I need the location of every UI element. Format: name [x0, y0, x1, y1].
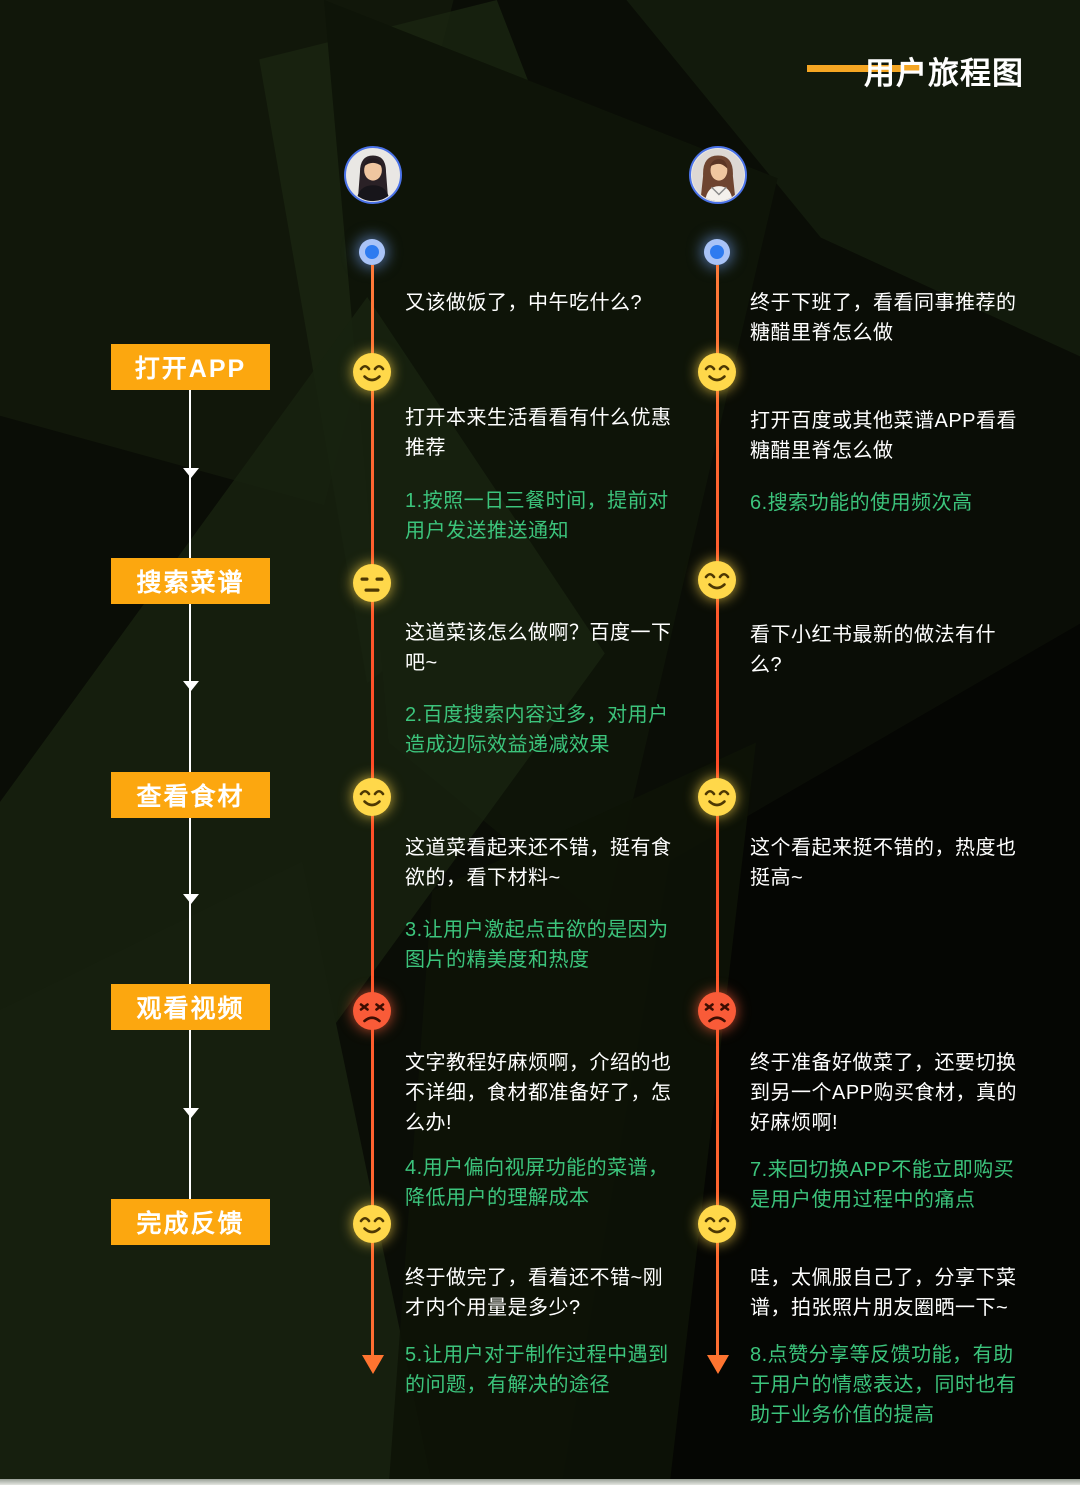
insight-note: 2.百度搜索内容过多，对用户造成边际效益递减效果: [405, 704, 669, 756]
bottom-edge-strip: [0, 1479, 1080, 1485]
timeline-start-dot: [359, 239, 385, 265]
persona2-avatar: [689, 146, 747, 204]
stage-button-view-ingredients: 查看食材: [111, 772, 270, 818]
angry-emoji-icon: [697, 991, 737, 1031]
timeline-end-arrow-icon: [362, 1355, 384, 1374]
persona-action: 文字教程好麻烦啊，介绍的也不详细，食材都准备好了，怎么办!: [405, 1052, 672, 1134]
persona1-avatar: [344, 146, 402, 204]
insight-note: 8.点赞分享等反馈功能，有助于用户的情感表达，同时也有助于业务价值的提高: [750, 1344, 1017, 1426]
insight-note: 6.搜索功能的使用频次高: [750, 492, 973, 514]
down-arrow-icon: [183, 468, 199, 478]
down-arrow-icon: [183, 681, 199, 691]
persona-action: 这道菜该怎么做啊？百度一下吧~: [405, 622, 672, 674]
smile-emoji-icon: [352, 1204, 392, 1244]
persona-action: 看下小红书最新的做法有什么?: [750, 624, 996, 676]
neutral-emoji-icon: [352, 563, 392, 603]
timeline-end-arrow-icon: [707, 1355, 729, 1374]
smile-emoji-icon: [697, 560, 737, 600]
stage-button-watch-video: 观看视频: [111, 984, 270, 1030]
persona-action: 打开百度或其他菜谱APP看看糖醋里脊怎么做: [750, 410, 1018, 462]
stage-button-search-recipe: 搜索菜谱: [111, 558, 270, 604]
insight-note: 4.用户偏向视屏功能的菜谱，降低用户的理解成本: [405, 1157, 669, 1209]
insight-note: 7.来回切换APP不能立即购买是用户使用过程中的痛点: [750, 1159, 1015, 1211]
smile-emoji-icon: [352, 777, 392, 817]
down-arrow-icon: [183, 1108, 199, 1118]
persona-action: 终于做完了，看着还不错~刚才内个用量是多少?: [405, 1267, 664, 1319]
smile-emoji-icon: [352, 352, 392, 392]
persona-thought: 终于下班了，看看同事推荐的糖醋里脊怎么做: [750, 292, 1017, 344]
page-title: 用户旅程图: [864, 56, 1024, 91]
persona-action: 终于准备好做菜了，还要切换到另一个APP购买食材，真的好麻烦啊!: [750, 1052, 1018, 1134]
persona-action: 这道菜看起来还不错，挺有食欲的，看下材料~: [405, 837, 672, 889]
smile-emoji-icon: [697, 1204, 737, 1244]
timeline-start-dot: [704, 239, 730, 265]
angry-emoji-icon: [352, 991, 392, 1031]
smile-emoji-icon: [697, 777, 737, 817]
persona-action: 打开本来生活看看有什么优惠推荐: [405, 407, 672, 459]
persona-action: 哇，太佩服自己了，分享下菜谱，拍张照片朋友圈晒一下~: [750, 1267, 1017, 1319]
insight-note: 1.按照一日三餐时间，提前对用户发送推送通知: [405, 490, 669, 542]
insight-note: 5.让用户对于制作过程中遇到的问题，有解决的途径: [405, 1344, 669, 1396]
title-underline: [807, 65, 921, 72]
stage-button-open-app: 打开APP: [111, 344, 270, 390]
persona-action: 这个看起来挺不错的，热度也挺高~: [750, 837, 1017, 889]
persona-thought: 又该做饭了，中午吃什么?: [405, 292, 643, 314]
smile-emoji-icon: [697, 352, 737, 392]
down-arrow-icon: [183, 894, 199, 904]
insight-note: 3.让用户激起点击欲的是因为图片的精美度和热度: [405, 919, 669, 971]
stage-button-complete-feedback: 完成反馈: [111, 1199, 270, 1245]
